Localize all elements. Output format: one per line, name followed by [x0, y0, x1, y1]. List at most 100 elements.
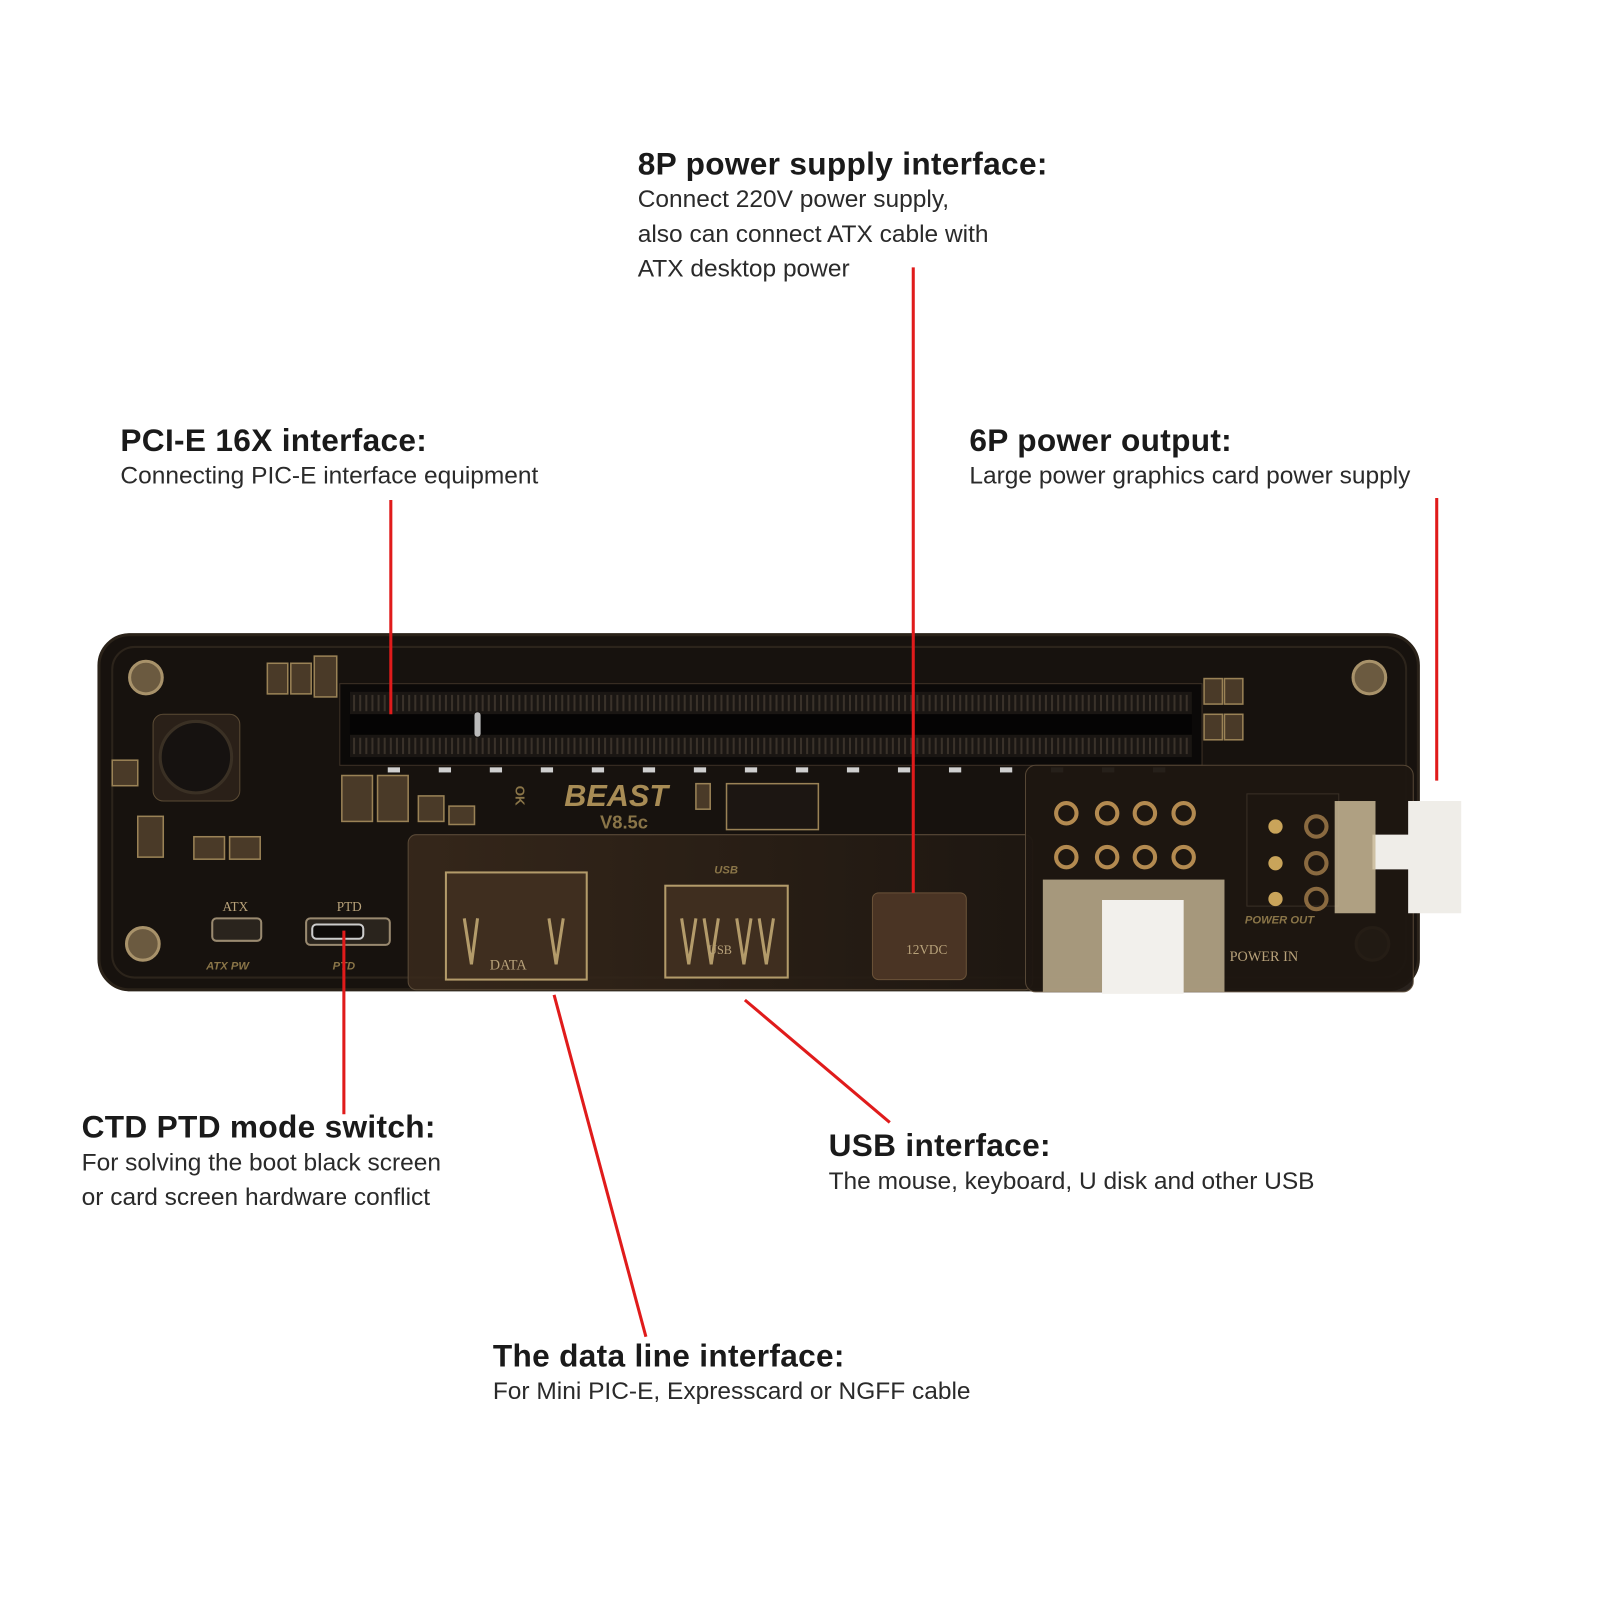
callout-text: The mouse, keyboard, U disk and other US… — [828, 1167, 1315, 1195]
slot-pin — [1173, 737, 1176, 755]
slot-pin — [1179, 737, 1182, 755]
slot-pin — [848, 694, 852, 712]
slot-pin — [787, 694, 790, 712]
slot-pin — [1093, 737, 1096, 755]
slot-pin — [818, 694, 821, 712]
slot-pin — [1112, 737, 1115, 755]
slot-pin — [983, 737, 986, 755]
slot-pin — [1155, 694, 1158, 712]
slot-pin — [793, 694, 796, 712]
dc-jack[interactable]: 12VDC — [871, 892, 967, 981]
slot-pin — [1167, 737, 1170, 755]
slot-pin — [457, 694, 460, 712]
slot-pin — [1026, 694, 1029, 712]
slot-pin — [444, 694, 447, 712]
slot-pin — [469, 694, 472, 712]
slot-pin — [695, 737, 698, 755]
slot-pin — [1155, 737, 1158, 755]
slot-pin — [689, 694, 692, 712]
slot-pin — [512, 694, 515, 712]
slot-pin — [861, 694, 864, 712]
slot-pin — [646, 737, 649, 755]
power-out-6p-connector[interactable]: POWER OUT — [1245, 793, 1462, 927]
slot-pin — [689, 737, 692, 755]
callout-title: PCI-E 16X interface: — [120, 422, 428, 459]
slot-pin — [408, 694, 411, 712]
slot-pin — [818, 737, 821, 755]
slot-pin — [1161, 694, 1164, 712]
slot-pin — [591, 694, 594, 712]
slot-pin — [744, 737, 747, 755]
slot-pin — [1038, 694, 1041, 712]
slot-pin — [420, 737, 423, 755]
slot-mark — [591, 767, 605, 773]
slot-pin — [763, 737, 766, 755]
slot-pin — [928, 694, 931, 712]
slot-pin — [793, 737, 796, 755]
slot-pin — [830, 694, 833, 712]
slot-pin — [457, 737, 460, 755]
callout-text: Connect 220V power supply, — [637, 185, 950, 214]
slot-pin — [959, 694, 962, 712]
slot-pin — [799, 737, 803, 755]
power-in-8p-connector[interactable]: POWER IN — [1042, 801, 1298, 994]
leader-lines — [342, 267, 1439, 1338]
callout-text: For Mini PIC-E, Expresscard or NGFF cabl… — [492, 1377, 971, 1406]
slot-pin — [934, 694, 937, 712]
slot-pin — [1063, 737, 1066, 755]
slot-pin — [1118, 694, 1121, 712]
slot-pin — [1099, 694, 1103, 712]
slot-pin — [451, 694, 454, 712]
slot-pin — [506, 737, 509, 755]
callout-pcie: PCI-E 16X interface: Connecting PIC-E in… — [120, 422, 538, 493]
slot-pin — [1069, 737, 1072, 755]
slot-pin — [1063, 694, 1066, 712]
slot-pin — [371, 694, 374, 712]
slot-pin — [1130, 737, 1133, 755]
slot-pin — [781, 737, 784, 755]
slot-pin — [738, 737, 741, 755]
slot-mark — [387, 767, 400, 773]
slot-pin — [879, 694, 882, 712]
slot-pin — [867, 694, 870, 712]
atx-power-button[interactable] — [211, 917, 263, 942]
slot-pin — [726, 737, 729, 755]
slot-pin — [763, 694, 766, 712]
slot-pin — [548, 694, 552, 712]
slot-pin — [702, 737, 705, 755]
usb-port[interactable]: USB — [664, 884, 789, 979]
slot-pin — [1142, 737, 1145, 755]
slot-pin — [548, 737, 552, 755]
slot-pin — [487, 694, 490, 712]
slot-pin — [708, 737, 711, 755]
slot-pin — [940, 737, 943, 755]
slot-pin — [1051, 737, 1054, 755]
slot-pin — [946, 694, 949, 712]
slot-pin — [977, 694, 980, 712]
callout-title: CTD PTD mode switch: — [81, 1109, 436, 1145]
slot-pin — [463, 737, 466, 755]
slot-pin — [732, 737, 735, 755]
slot-pin — [585, 737, 588, 755]
slot-pin — [365, 737, 368, 755]
slot-pin — [1008, 694, 1011, 712]
slot-pin — [591, 737, 594, 755]
slot-pin — [1124, 737, 1127, 755]
slot-pin — [653, 737, 656, 755]
data-label: DATA — [490, 957, 528, 973]
slot-pin — [1002, 737, 1005, 755]
slot-pin — [634, 737, 637, 755]
slot-pin — [420, 694, 423, 712]
slot-pin — [891, 694, 894, 712]
slot-pin — [1008, 737, 1011, 755]
slot-pin — [1051, 694, 1054, 712]
slot-pin — [659, 694, 662, 712]
slot-pin — [414, 737, 417, 755]
slot-pin — [1020, 737, 1023, 755]
slot-pin — [922, 737, 925, 755]
slot-pin — [995, 737, 998, 755]
slot-mark — [999, 767, 1013, 773]
slot-mark — [795, 767, 809, 773]
slot-pin — [395, 694, 398, 712]
data-port[interactable]: DATA — [444, 871, 588, 981]
